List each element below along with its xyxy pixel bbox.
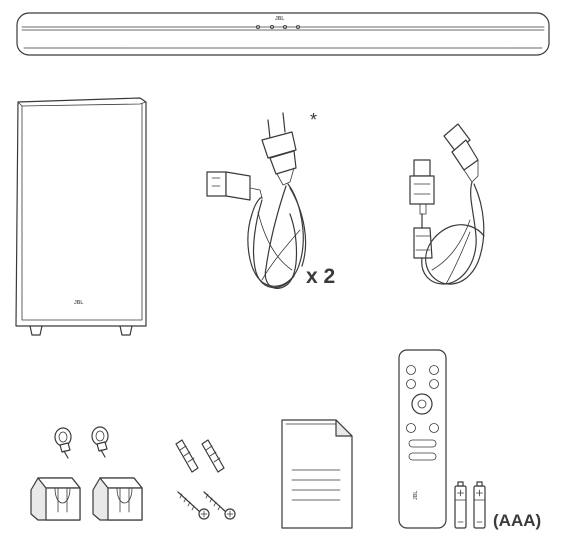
soundbar-logo: JBL [275,16,285,22]
power-cord-quantity-label: x 2 [306,265,336,288]
battery-type-label: (AAA) [493,511,542,530]
battery-aaa [473,481,486,529]
batteries [454,481,486,529]
wall-mount-kit [30,426,143,521]
remote-logo: JBL [413,490,419,500]
hdmi-cable [409,123,485,285]
bracket-left [30,477,81,521]
battery-aaa [454,481,467,529]
remote-control [398,349,447,529]
subwoofer-logo: JBL [74,300,84,306]
power-cord-footnote-mark: * [310,110,318,130]
soundbar-buttons [255,24,300,29]
bracket-thumb-screw [91,426,109,458]
bracket-right [92,477,143,521]
bracket-thumb-screw [54,427,72,459]
soundbar [16,12,550,56]
wall-screw [177,491,210,520]
power-cord [206,112,307,289]
wall-anchor [175,439,199,473]
subwoofer [15,97,147,336]
screws-and-anchors [175,439,236,520]
wall-screw [203,491,236,520]
documentation [281,419,353,529]
wall-anchor [201,439,225,473]
